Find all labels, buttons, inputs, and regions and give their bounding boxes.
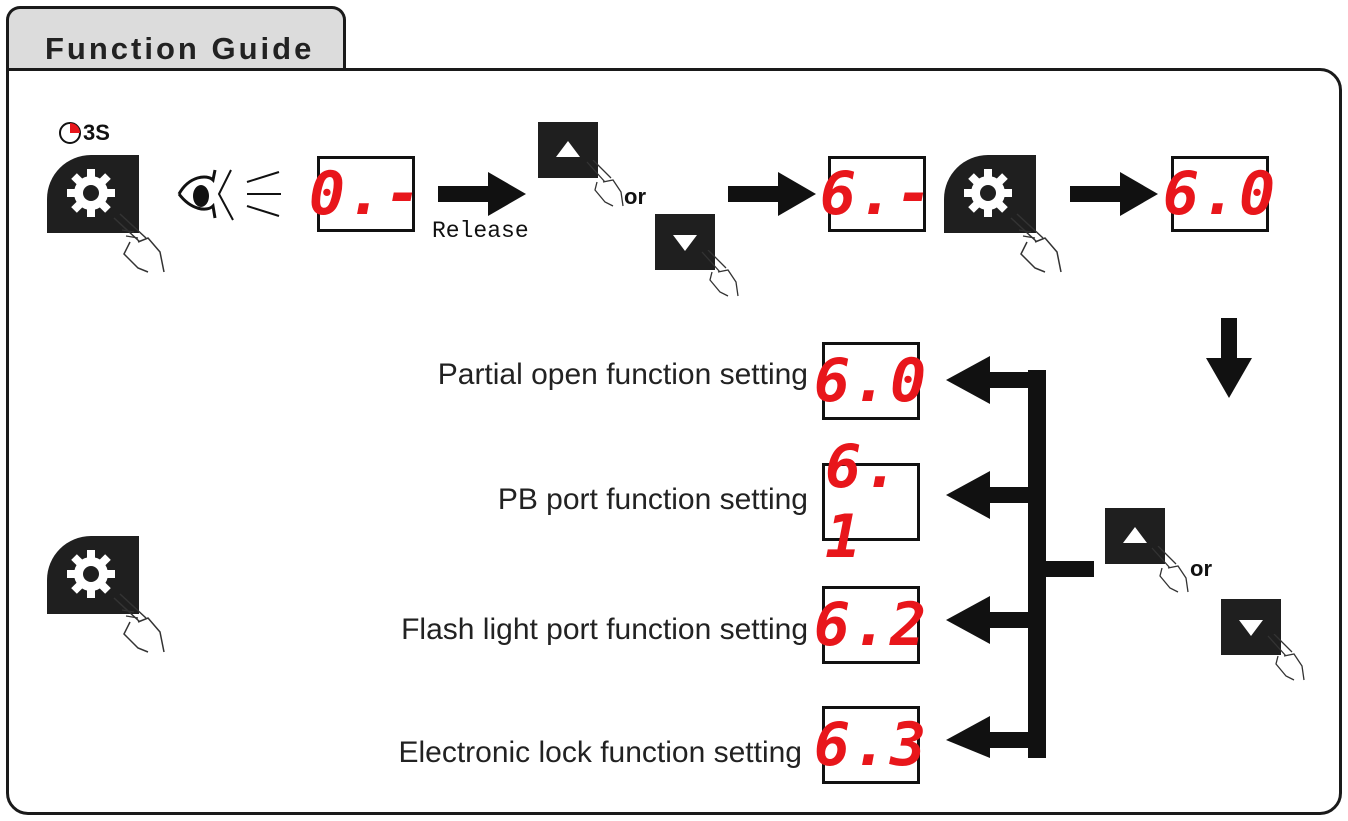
display-value: 6.2 <box>813 590 929 660</box>
or-label: or <box>624 184 646 209</box>
down-arrow <box>1206 318 1252 398</box>
release-label: Release <box>432 218 529 244</box>
down-button[interactable] <box>1221 599 1281 655</box>
hand-icon <box>1267 634 1305 681</box>
down-button[interactable] <box>655 214 715 270</box>
segment-display: 6.0 <box>813 342 929 420</box>
display-value: 6.- <box>819 159 935 229</box>
segment-display: 6. 1 <box>822 432 920 572</box>
display-value: 6. 1 <box>825 432 902 572</box>
settings-button[interactable] <box>47 155 139 233</box>
up-button[interactable] <box>1105 508 1165 564</box>
display-value: 6.0 <box>813 346 929 416</box>
eye-icon <box>177 169 281 221</box>
branch-arrows <box>946 356 1094 758</box>
gear-icon <box>67 550 115 598</box>
segment-display: 6.- <box>819 156 935 232</box>
hand-icon <box>586 160 624 207</box>
display-value: 6.3 <box>813 710 929 780</box>
function-label: Flash light port function setting <box>401 613 808 646</box>
gear-icon <box>67 169 115 217</box>
hand-icon <box>701 250 739 297</box>
down-arrow-icon <box>1239 620 1263 636</box>
up-button[interactable] <box>538 122 598 178</box>
up-arrow-icon <box>556 141 580 157</box>
function-label: Partial open function setting <box>437 358 808 391</box>
down-arrow-icon <box>673 235 697 251</box>
timer-label: 3S <box>83 120 110 145</box>
display-value: 6.0 <box>1162 159 1278 229</box>
hand-icon <box>113 213 165 273</box>
header-tab: Function Guide <box>6 6 346 76</box>
segment-display: 6.2 <box>813 586 929 664</box>
timer-icon <box>59 122 81 144</box>
settings-button[interactable] <box>944 155 1036 233</box>
right-arrow <box>728 172 816 216</box>
hand-icon <box>1010 213 1062 273</box>
hand-icon <box>113 593 165 653</box>
right-arrow <box>1070 172 1158 216</box>
settings-button[interactable] <box>47 536 139 614</box>
page-title: Function Guide <box>45 31 315 66</box>
hand-icon <box>1151 546 1189 593</box>
up-arrow-icon <box>1123 527 1147 543</box>
display-value: 0.- <box>308 159 424 229</box>
right-arrow <box>438 172 526 216</box>
segment-display: 0.- <box>308 156 424 232</box>
segment-display: 6.3 <box>813 706 929 784</box>
or-label: or <box>1190 556 1212 581</box>
function-label: Electronic lock function setting <box>398 736 802 769</box>
gear-icon <box>964 169 1012 217</box>
function-label: PB port function setting <box>497 483 808 516</box>
segment-display: 6.0 <box>1162 156 1278 232</box>
